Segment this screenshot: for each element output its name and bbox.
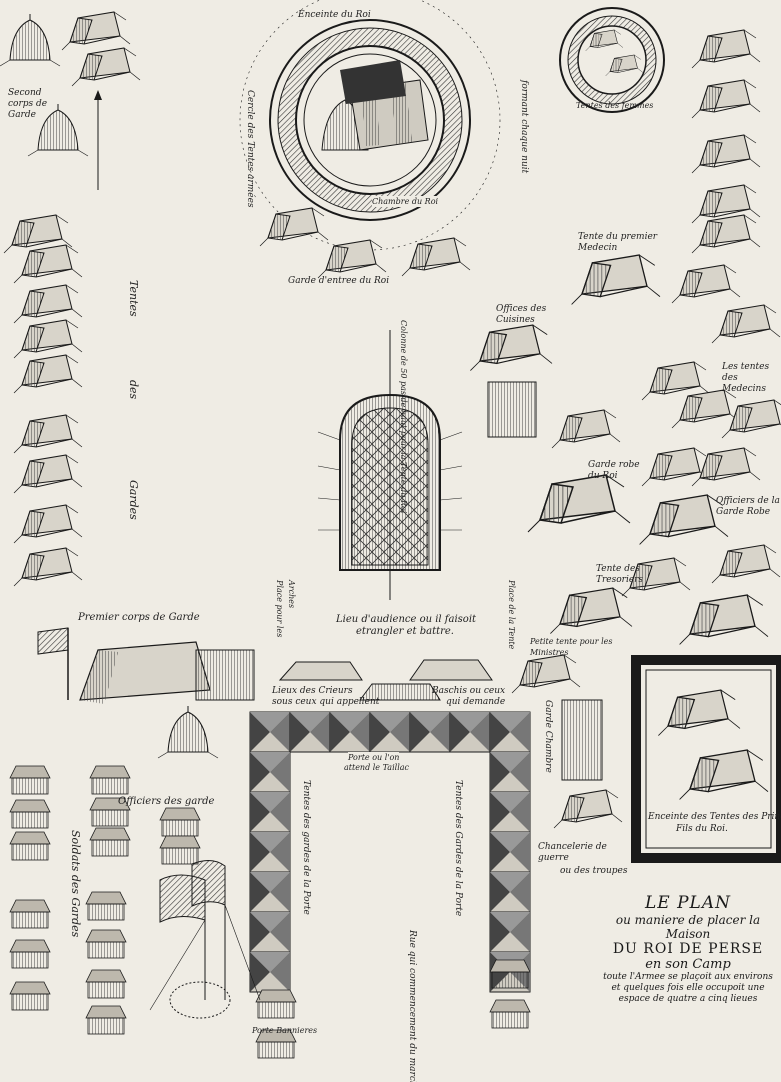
label-lieu-audience: Lieu d'audience ou il faisoit <box>336 614 477 625</box>
title-line-7: espace de quatre a cinq lieues <box>618 994 758 1004</box>
title-line-1: LE PLAN <box>645 893 731 913</box>
label-des: des <box>127 380 140 400</box>
label-pillar: Colonne de 50 pas de haut pour la Tente … <box>399 320 408 514</box>
label-petite-tente: Petite tente pour les Ministres <box>530 637 613 657</box>
label-ring-right: formant chaque nuit <box>519 80 529 174</box>
label-plaque-2: Arches <box>287 580 296 609</box>
title-line-3: DU ROI DE PERSE <box>612 941 764 957</box>
label-gardes-entree: Garde d'entree du Roi <box>288 276 390 286</box>
small-enclosure <box>559 7 665 113</box>
label-enceinte-princes: Enceinte des Tentes des Princes <box>648 812 781 822</box>
crier-tents <box>278 659 493 701</box>
label-plaque: Place pour les <box>275 580 284 638</box>
princes-enclosure <box>631 655 781 863</box>
label-tentes-gardes-porte-right: Tentes des Gardes de la Porte <box>453 780 463 917</box>
label-rue: Rue qui commencement du marche <box>407 930 417 1082</box>
label-chancelerie-2: ou des troupes <box>560 866 628 876</box>
map-title-cartouche: LE PLAN ou maniere de placer la Maison D… <box>598 893 778 1005</box>
label-lieux-crieurs: Lieux des Crieurs <box>272 686 353 696</box>
label-porte: Porte ou l'on <box>348 752 400 763</box>
label-ring-small: Tentes des femmes <box>576 101 654 110</box>
first-guard-corps <box>37 627 255 759</box>
label-tente-tresorier: Tente des Tresoriers <box>596 564 644 585</box>
label-tente-medecin: Tente du premier Medecin <box>578 232 658 253</box>
label-baschis: Baschis ou ceux <box>432 686 506 696</box>
title-line-5: toute l'Armee se plaçoit aux environs <box>603 972 773 982</box>
label-offices-cuisine: Offices des Cuisines <box>496 304 547 325</box>
title-line-4: en son Camp <box>645 957 731 972</box>
label-ring-inner: Chambre du Roi <box>372 196 439 207</box>
label-officiers-garde: Officiers des garde <box>118 796 215 807</box>
audience-hall <box>317 330 463 600</box>
label-officiers-garde-robe: Officiers de la Garde Robe <box>716 496 780 517</box>
label-lieux-crieurs-2: sous ceux qui appellent <box>272 697 380 707</box>
label-chancelerie: Chancelerie de guerre <box>538 842 607 863</box>
label-ring-top: Enceinte du Roi <box>298 10 371 20</box>
label-tentes-gardes-porte-left: Tentes des gardes de la Porte <box>301 780 311 915</box>
label-plaque-right: Place de la Tente <box>507 580 516 650</box>
label-gardes: Gardes <box>127 480 140 520</box>
label-porte-bannieres: Porte Bannieres <box>252 1026 318 1035</box>
label-tentes-medecins: Les tentes des Medecins <box>722 362 770 394</box>
label-garde-chambre: Garde Chambre <box>543 700 553 773</box>
title-line-2: ou maniere de placer la Maison <box>615 913 761 941</box>
label-lieu-audience-2: etrangler et battre. <box>356 626 454 637</box>
label-soldats: Soldats des Gardes <box>69 830 82 938</box>
label-garde-robe: Garde robe du Roi <box>588 460 640 481</box>
label-enceinte-princes-2: Fils du Roi. <box>676 824 728 834</box>
label-ring-left: Cercle des Tentes armées <box>245 90 255 208</box>
label-porte-2: attend le Taillac <box>344 762 409 773</box>
label-baschis-2: qui demande <box>446 697 506 707</box>
right-tents <box>469 29 781 829</box>
banner-poles <box>149 860 261 1019</box>
label-tentes: Tentes <box>127 280 140 317</box>
label-second-corps: Second corps de Garde <box>8 88 48 120</box>
title-line-6: et quelques fois elle occupoit une <box>611 983 765 993</box>
label-premier-corps: Premier corps de Garde <box>78 612 200 623</box>
